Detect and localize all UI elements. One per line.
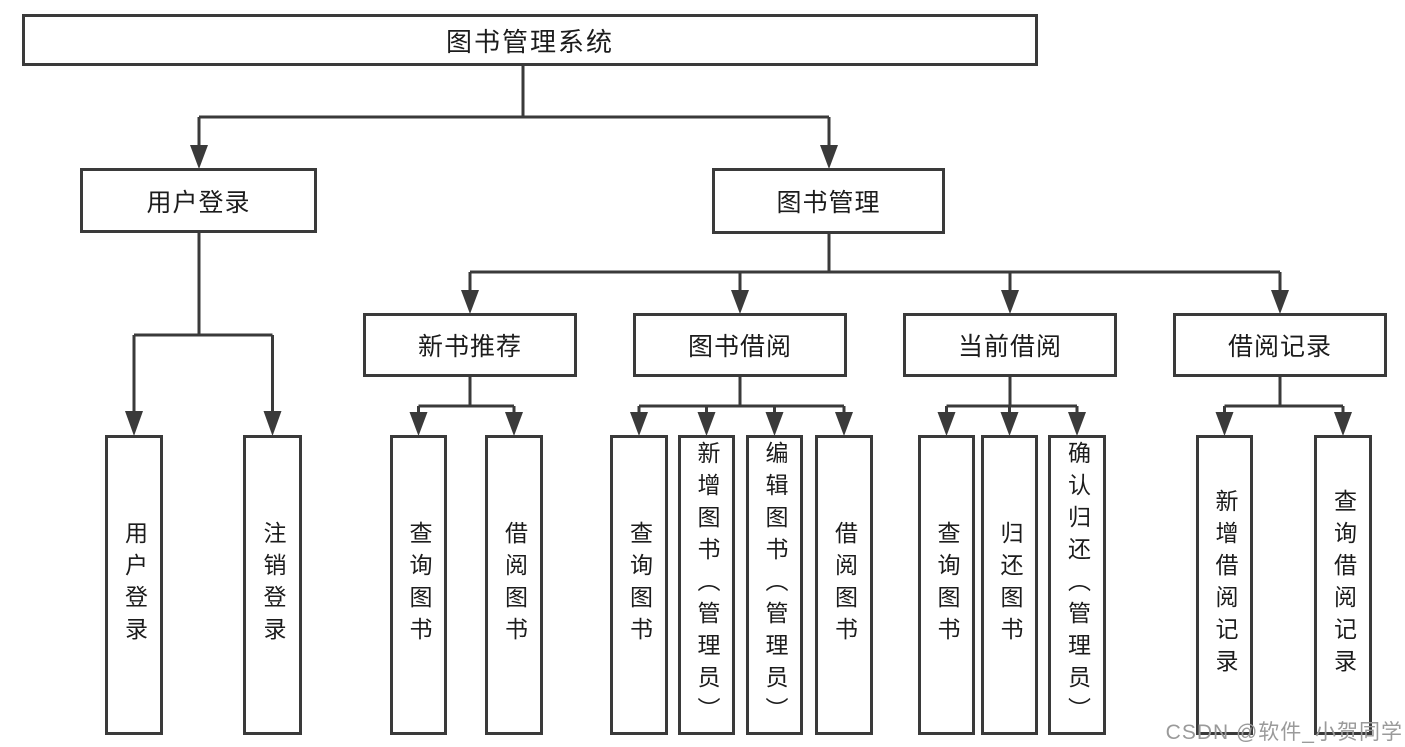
node-label: 借阅图书 <box>831 521 858 649</box>
leaf-query-borrow-record: 查询借阅记录 <box>1314 435 1372 735</box>
node-label: 查询图书 <box>934 521 960 649</box>
node-label: 用户登录 <box>121 521 148 649</box>
node-label: 注销登录 <box>260 521 286 649</box>
connector-borrow-record-split <box>1223 377 1345 414</box>
node-new-book-recommend: 新书推荐 <box>363 313 577 377</box>
node-label: 新增借阅记录 <box>1212 489 1238 681</box>
node-label: 借阅图书 <box>501 521 528 649</box>
connector-book-mgmt-split <box>468 234 1282 293</box>
node-label: 借阅记录 <box>1227 333 1332 361</box>
leaf-return-books: 归还图书 <box>981 435 1038 735</box>
node-label: 归还图书 <box>997 521 1023 649</box>
arrowheads <box>125 145 1352 436</box>
node-book-management: 图书管理 <box>712 168 945 234</box>
leaf-confirm-return-admin: 确认归还（管理员） <box>1048 435 1106 735</box>
leaf-borrow-books: 借阅图书 <box>815 435 873 735</box>
node-library-system-root: 图书管理系统 <box>22 14 1038 66</box>
node-borrowing-records: 借阅记录 <box>1173 313 1387 377</box>
node-label: 查询图书 <box>406 521 432 649</box>
leaf-logout: 注销登录 <box>243 435 302 735</box>
connector-book-borrow-split <box>637 377 846 414</box>
node-label: 查询借阅记录 <box>1330 489 1357 681</box>
connector-user-login-split <box>132 233 274 414</box>
leaf-add-books-admin: 新增图书（管理员） <box>678 435 735 735</box>
leaf-user-login: 用户登录 <box>105 435 163 735</box>
node-label: 新增图书（管理员） <box>694 441 720 729</box>
leaf-add-borrow-record: 新增借阅记录 <box>1196 435 1253 735</box>
node-label: 新书推荐 <box>417 333 522 361</box>
node-label: 图书管理系统 <box>445 26 614 57</box>
leaf-query-books-newbook: 查询图书 <box>390 435 447 735</box>
leaf-borrow-books-newbook: 借阅图书 <box>485 435 543 735</box>
leaf-edit-books-admin: 编辑图书（管理员） <box>746 435 803 735</box>
node-label: 图书借阅 <box>687 333 792 361</box>
connector-root-to-level2 <box>197 66 831 150</box>
node-label: 确认归还（管理员） <box>1064 441 1091 729</box>
node-label: 当前借阅 <box>957 333 1062 361</box>
leaf-query-books-borrow: 查询图书 <box>610 435 668 735</box>
connector-current-borrow-split <box>945 377 1079 414</box>
node-label: 图书管理 <box>776 189 881 217</box>
node-label: 查询图书 <box>626 521 653 649</box>
node-user-login: 用户登录 <box>80 168 317 233</box>
node-current-borrowing: 当前借阅 <box>903 313 1117 377</box>
leaf-query-books-current: 查询图书 <box>918 435 975 735</box>
connector-new-book-split <box>417 377 516 414</box>
node-label: 用户登录 <box>146 188 251 217</box>
node-label: 编辑图书（管理员） <box>762 441 788 729</box>
node-book-borrowing: 图书借阅 <box>633 313 847 377</box>
csdn-watermark: CSDN @软件_小贺同学 <box>1165 721 1403 744</box>
